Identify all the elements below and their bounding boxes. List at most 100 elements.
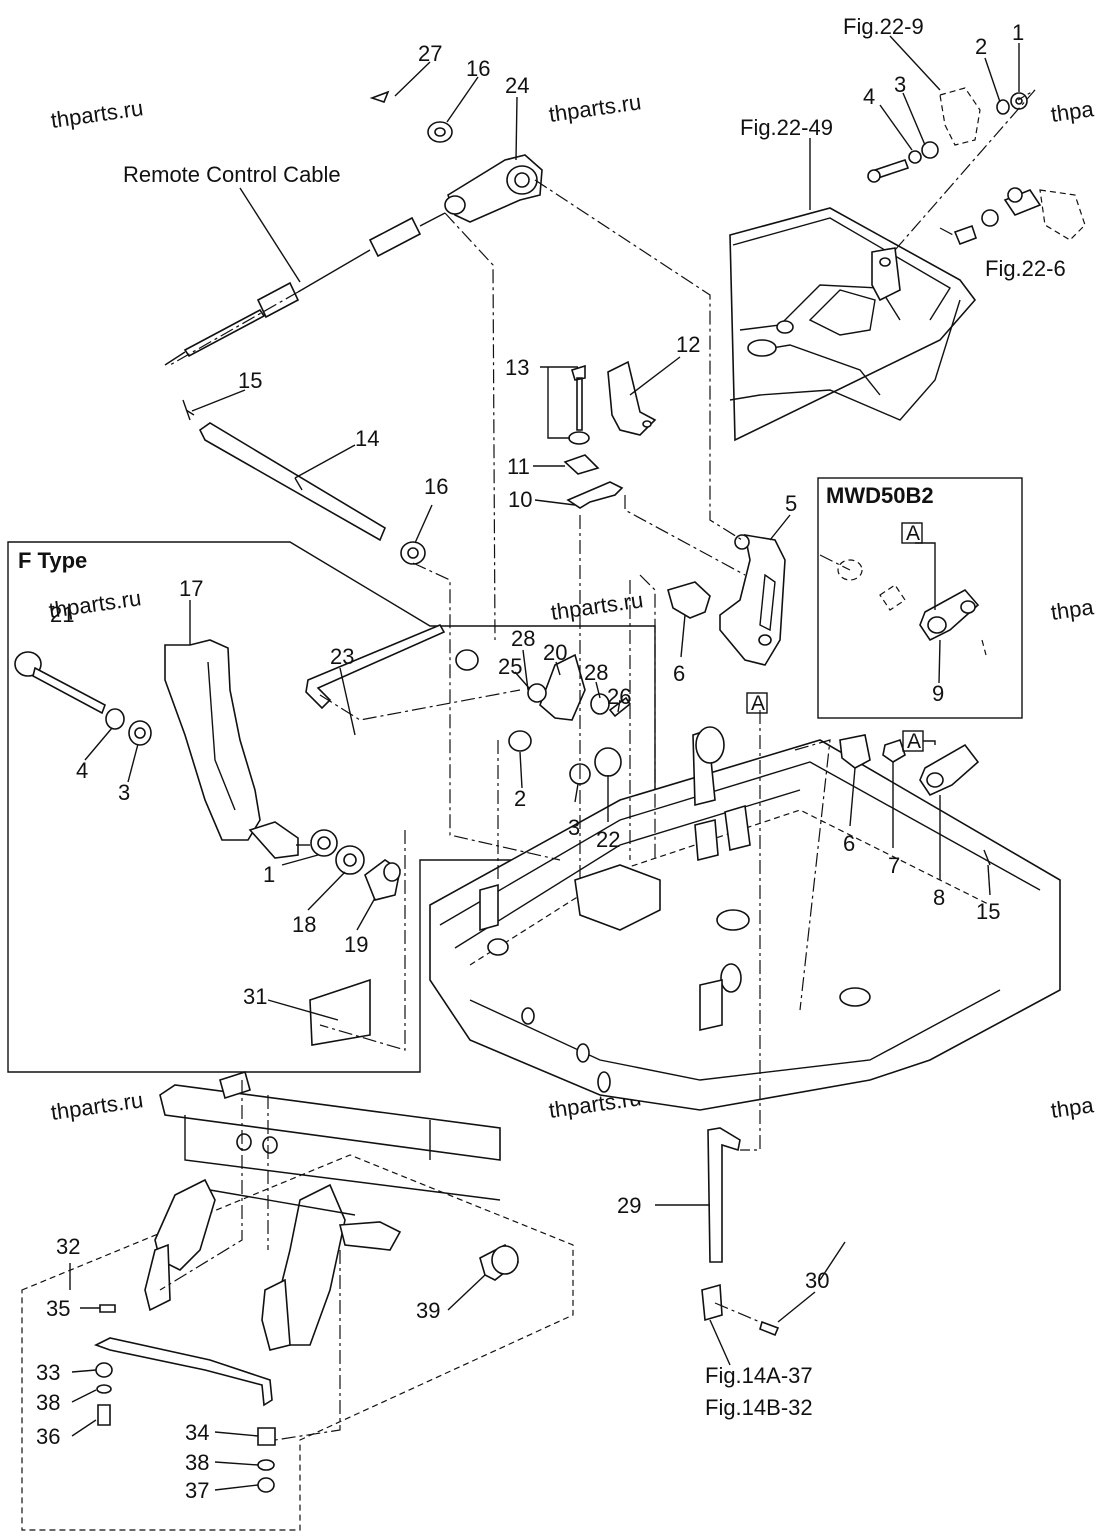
callout: 6 xyxy=(673,661,685,686)
remote-cable xyxy=(164,212,446,366)
bushing-22 xyxy=(594,747,622,777)
washer-13 xyxy=(568,431,590,445)
callout: 27 xyxy=(418,41,442,66)
callout: 29 xyxy=(617,1193,641,1218)
watermark: thparts.ru xyxy=(49,1087,145,1125)
bracket-12 xyxy=(607,360,657,436)
bolt-21 xyxy=(14,651,106,715)
knob-39-face xyxy=(491,1245,519,1275)
lever-5 xyxy=(719,534,786,666)
callout: 3 xyxy=(118,780,130,805)
callout: 16 xyxy=(466,56,490,81)
collar-34 xyxy=(257,1427,276,1446)
holder-29 xyxy=(701,1283,723,1322)
rod-23 xyxy=(305,623,446,710)
remote-cable-label: Remote Control Cable xyxy=(123,162,341,187)
handle-17 xyxy=(164,639,310,859)
detail-marker-a xyxy=(901,522,923,544)
callout: 39 xyxy=(416,1298,440,1323)
callout: 31 xyxy=(243,984,267,1009)
detail-marker-a-label: A xyxy=(751,692,765,715)
callout: 13 xyxy=(505,355,529,380)
callout: 20 xyxy=(543,640,567,665)
callout: 9 xyxy=(932,681,944,706)
collar-33 xyxy=(95,1362,113,1378)
bushing-6 xyxy=(667,581,711,619)
callout: 36 xyxy=(36,1424,60,1449)
detail-marker-a xyxy=(902,730,924,752)
callout: 12 xyxy=(676,332,700,357)
fig22-6-parts xyxy=(953,187,1086,246)
callout: 17 xyxy=(179,576,203,601)
callout: 32 xyxy=(56,1234,80,1259)
callout: 11 xyxy=(507,454,530,479)
mwd-title: MWD50B2 xyxy=(826,483,934,508)
callout: 23 xyxy=(330,644,354,669)
link-rod xyxy=(93,1337,273,1407)
callout: 28 xyxy=(511,626,535,651)
callouts: 27 16 24 2 1 4 3 15 14 13 12 11 10 5 16 … xyxy=(36,20,1024,1503)
callout: 35 xyxy=(46,1296,70,1321)
callout: 26 xyxy=(607,684,631,709)
callout: 1 xyxy=(1012,20,1024,45)
holder-8 xyxy=(919,743,980,797)
mwd-frame xyxy=(817,477,1023,719)
detail-marker-a-label: A xyxy=(906,522,920,545)
callout: 15 xyxy=(238,368,262,393)
clip-27 xyxy=(369,90,390,103)
bottom-cowl-illustration xyxy=(429,726,1061,1111)
callout: 15 xyxy=(976,899,1000,924)
washer-16b-hole xyxy=(407,547,419,559)
top-cowl-illustration xyxy=(729,207,977,442)
cotter-35 xyxy=(99,1304,116,1313)
nut-37 xyxy=(257,1477,275,1493)
fig22-9-parts xyxy=(867,87,1028,183)
callout: 8 xyxy=(933,885,945,910)
label-31 xyxy=(309,978,371,1046)
watermark: thpa xyxy=(1049,594,1096,625)
callout: 2 xyxy=(975,34,987,59)
callout: 28 xyxy=(584,660,608,685)
ref-fig22-9: Fig.22-9 xyxy=(843,14,924,39)
callout: 1 xyxy=(263,862,275,887)
clip-15 xyxy=(182,399,195,421)
callout: 10 xyxy=(508,487,532,512)
pin-30 xyxy=(759,1320,780,1337)
callout: 5 xyxy=(785,491,797,516)
ref-fig22-6: Fig.22-6 xyxy=(985,256,1066,281)
callout: 34 xyxy=(185,1420,209,1445)
callout: 3 xyxy=(568,815,580,840)
washer-16-hole xyxy=(434,127,446,137)
mwd-parts xyxy=(837,559,987,656)
callout: 25 xyxy=(498,654,522,679)
callout: 14 xyxy=(355,426,379,451)
callout: 38 xyxy=(36,1390,60,1415)
grommet-7 xyxy=(882,738,906,763)
washer-25 xyxy=(527,683,547,703)
f-type-title: F Type xyxy=(18,548,87,573)
bushing-19-end xyxy=(383,862,401,882)
bushing-6b xyxy=(839,734,871,769)
rod-29 xyxy=(707,1127,741,1263)
screw-36 xyxy=(97,1404,111,1426)
bushing-top xyxy=(455,649,479,671)
ref-fig22-49: Fig.22-49 xyxy=(740,115,833,140)
rod-14 xyxy=(198,422,387,542)
leader-lines xyxy=(69,35,1020,1491)
callout: 37 xyxy=(185,1478,209,1503)
callout: 22 xyxy=(596,827,620,852)
callout: 3 xyxy=(894,72,906,97)
joint-24 xyxy=(444,154,543,223)
ref-fig14a-37: Fig.14A-37 xyxy=(705,1363,813,1388)
bracket-frame xyxy=(21,1154,574,1531)
watermark: thpa xyxy=(1049,1092,1096,1123)
callout: 38 xyxy=(185,1450,209,1475)
callout: 24 xyxy=(505,73,529,98)
callout: 16 xyxy=(424,474,448,499)
callout: 6 xyxy=(843,831,855,856)
ref-fig14b-32: Fig.14B-32 xyxy=(705,1395,813,1420)
connection-lines xyxy=(159,89,1036,1441)
washer-18-hole xyxy=(343,853,357,867)
callout: 30 xyxy=(805,1268,829,1293)
